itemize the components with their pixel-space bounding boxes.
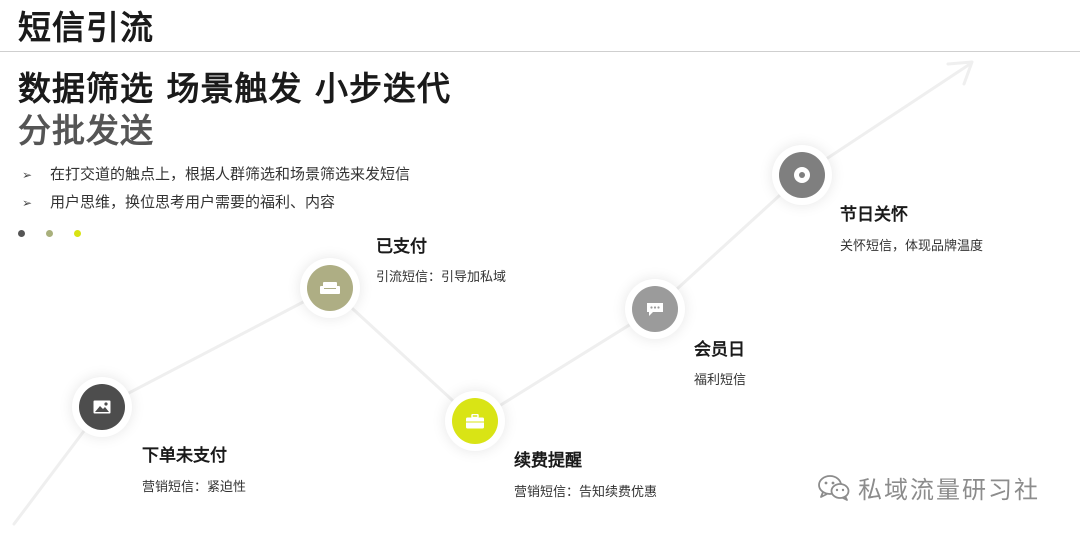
watermark: 私域流量研习社 <box>818 470 1040 505</box>
node-label-unpaid: 下单未支付 <box>142 446 227 466</box>
bullet-arrow-icon: ➢ <box>22 196 33 210</box>
node-desc-renewal: 营销短信：告知续费优惠 <box>514 485 658 500</box>
node-desc-member-day: 福利短信 <box>694 373 747 388</box>
dot-lime <box>74 230 82 237</box>
node-label-holiday: 节日关怀 <box>840 205 908 225</box>
chat-icon <box>647 302 663 316</box>
journey-arrow-head-icon <box>946 60 974 86</box>
dot-olive <box>46 230 54 237</box>
bullet-arrow-icon: ➢ <box>22 168 33 182</box>
node-label-renewal: 续费提醒 <box>514 451 582 471</box>
page-title: 短信引流 <box>18 8 154 47</box>
wechat-icon <box>818 474 850 501</box>
briefcase-icon <box>466 413 484 428</box>
decorative-dots <box>18 222 97 241</box>
headline: 数据筛选 场景触发 小步迭代 分批发送 <box>18 68 451 152</box>
record-icon <box>794 167 810 183</box>
headline-line-1: 数据筛选 场景触发 小步迭代 <box>18 69 451 108</box>
headline-line-2: 分批发送 <box>18 111 154 150</box>
node-unpaid <box>79 384 125 430</box>
node-paid <box>307 265 353 311</box>
title-divider <box>0 51 1080 52</box>
node-desc-paid: 引流短信：引导加私域 <box>376 270 507 285</box>
bullet-item: ➢在打交道的触点上，根据人群筛选和场景筛选来发短信 <box>22 161 410 189</box>
node-renewal <box>452 398 498 444</box>
sofa-icon <box>320 282 340 294</box>
watermark-text: 私域流量研习社 <box>858 476 1040 504</box>
bullet-list: ➢在打交道的触点上，根据人群筛选和场景筛选来发短信 ➢用户思维，换位思考用户需要… <box>22 161 410 217</box>
node-label-paid: 已支付 <box>376 237 427 257</box>
node-holiday <box>779 152 825 198</box>
node-desc-holiday: 关怀短信，体现品牌温度 <box>840 239 984 254</box>
dot-dark <box>18 230 25 237</box>
bullet-item: ➢用户思维，换位思考用户需要的福利、内容 <box>22 189 410 217</box>
node-desc-unpaid: 营销短信：紧迫性 <box>142 480 247 495</box>
image-icon <box>93 400 111 414</box>
node-label-member-day: 会员日 <box>694 340 745 360</box>
node-member-day <box>632 286 678 332</box>
